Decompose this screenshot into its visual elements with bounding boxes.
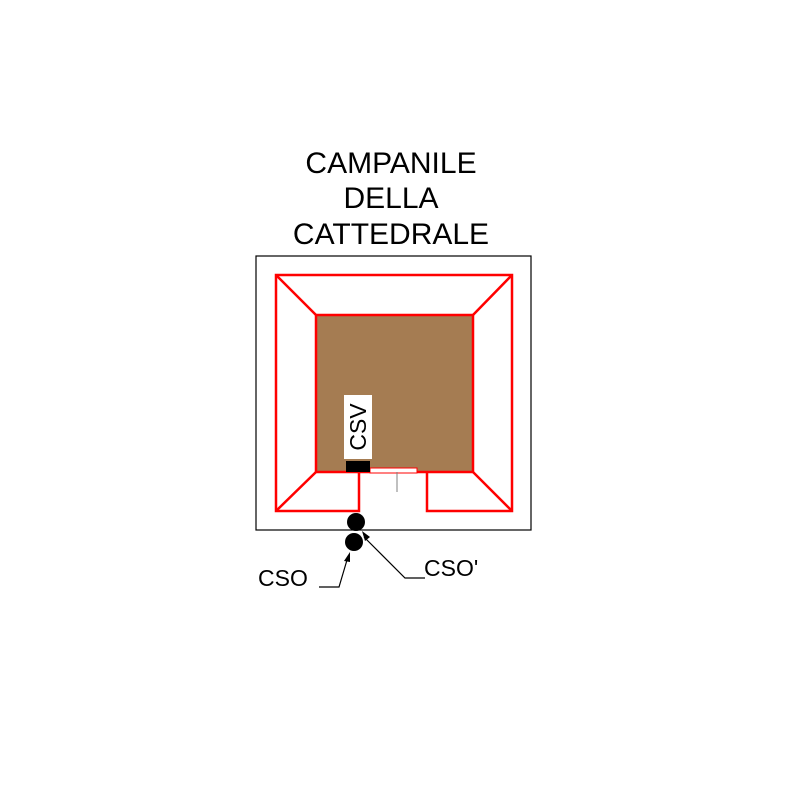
csv-label-background — [344, 395, 372, 459]
cso-leader-arrowhead — [344, 552, 350, 562]
wall-diagonal-top-right — [472, 274, 513, 316]
door-threshold — [369, 467, 418, 474]
cso-prime-sensor-dot — [347, 513, 365, 531]
cso-leader-line — [319, 559, 348, 588]
title-line-2: DELLA — [343, 182, 438, 215]
title-line-3: CATTEDRALE — [293, 218, 489, 251]
cso-prime-label: CSO' — [424, 555, 478, 581]
tower-floor — [314, 313, 475, 474]
wall-diagonal-top-left — [275, 274, 317, 316]
cso-prime-leader-line — [363, 536, 425, 579]
wall-diagonal-bottom-right — [472, 471, 513, 512]
csv-label: CSV — [345, 403, 371, 451]
title-line-1: CAMPANILE — [305, 147, 476, 180]
cso-prime-leader-arrowhead — [362, 531, 370, 541]
cso-label: CSO — [258, 565, 308, 591]
cso-sensor-dot — [345, 533, 363, 551]
csv-sensor-marker — [346, 461, 370, 472]
wall-diagonal-bottom-left — [275, 471, 317, 512]
tower-walls-outline — [274, 273, 514, 513]
site-boundary — [255, 255, 532, 531]
